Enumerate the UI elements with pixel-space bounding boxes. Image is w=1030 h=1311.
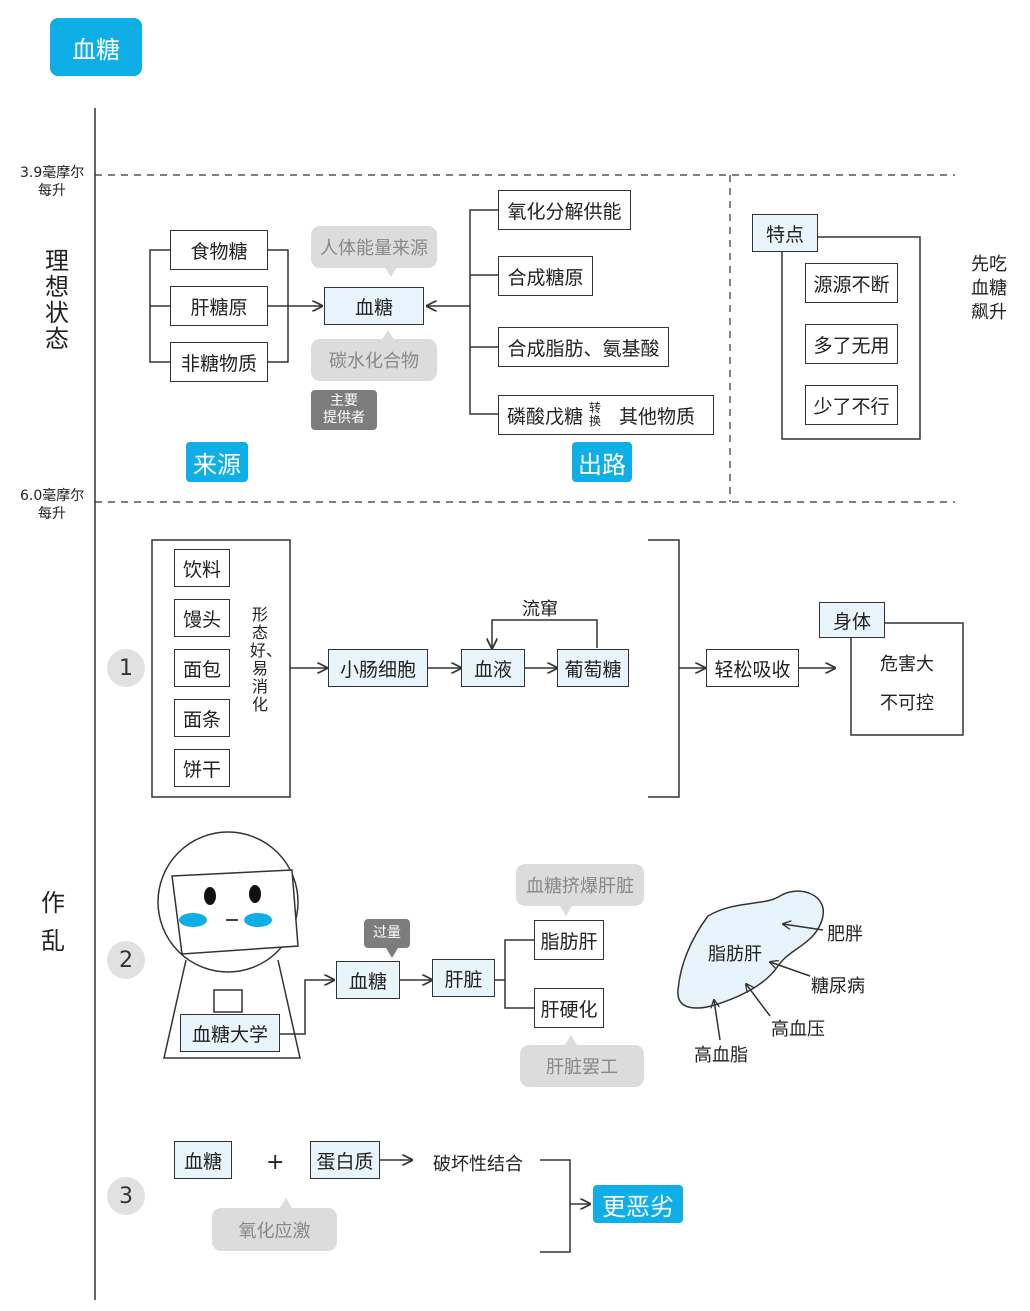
chaos-number-2: 2 <box>107 941 145 979</box>
output-heading: 出路 <box>572 442 632 482</box>
features-title: 特点 <box>752 214 818 252</box>
easy-absorb: 轻松吸收 <box>706 649 799 687</box>
disease-hypertension: 高血压 <box>771 1019 825 1040</box>
robot-blush-left <box>179 913 207 927</box>
body-line-2: 不可控 <box>880 693 934 714</box>
chaos-label: 作乱 <box>41 889 65 955</box>
blood-sugar-university-badge: 血糖大学 <box>180 1014 280 1052</box>
output-glycogen: 合成糖原 <box>498 256 593 296</box>
conversion-mark-top: 转 <box>589 401 602 415</box>
food-biscuit: 饼干 <box>174 749 230 787</box>
blood-node: 血液 <box>461 649 525 687</box>
source-liver-glycogen: 肝糖原 <box>170 286 268 326</box>
food-drink: 饮料 <box>174 549 230 587</box>
robot-eye-right <box>249 885 261 903</box>
output-pentose: 磷酸戊糖 转 换 其他物质 <box>498 395 714 435</box>
plus-sign: + <box>266 1150 285 1175</box>
disease-diabetes: 糖尿病 <box>811 976 865 997</box>
side-note-line3: 飙升 <box>971 302 1007 323</box>
chain-bracket <box>648 539 680 798</box>
features-frame <box>781 236 921 440</box>
conversion-mark: 转 换 <box>589 402 601 428</box>
food-note: 形态好、易消化 <box>250 605 283 714</box>
output-fat-amino: 合成脂肪、氨基酸 <box>498 327 669 367</box>
body-title: 身体 <box>819 602 885 638</box>
page-title: 血糖 <box>50 18 142 76</box>
chaos-number-1: 1 <box>107 649 145 687</box>
robot-blush-right <box>244 913 272 927</box>
disease-hyperlipidemia: 高血脂 <box>694 1045 748 1066</box>
food-steamed-bun: 馒头 <box>174 599 230 637</box>
range-mark-low-1: 3.9毫摩尔 <box>20 165 85 181</box>
body-line-1: 危害大 <box>880 654 934 675</box>
reflux-label: 流窜 <box>522 599 558 620</box>
source-heading: 来源 <box>186 442 248 482</box>
feature-excess-useless: 多了无用 <box>805 324 898 364</box>
carbohydrate-note: 碳水化合物 <box>311 339 437 381</box>
food-noodles: 面条 <box>174 699 230 737</box>
source-non-sugar: 非糖物质 <box>170 342 268 382</box>
excess-blood-sugar: 血糖 <box>336 961 400 999</box>
excess-tag: 过量 <box>364 919 410 948</box>
disease-obesity: 肥胖 <box>827 924 863 945</box>
range-mark-low-2: 每升 <box>38 183 66 199</box>
sugar-node-3: 血糖 <box>174 1141 232 1179</box>
feature-endless: 源源不断 <box>805 263 898 303</box>
destructive-binding: 破坏性结合 <box>433 1154 523 1175</box>
squeeze-liver-note: 血糖挤爆肝脏 <box>516 864 644 906</box>
fatty-liver-blob-label: 脂肪肝 <box>708 944 762 965</box>
range-mark-high-1: 6.0毫摩尔 <box>20 488 85 504</box>
side-note: 先吃 血糖 飙升 <box>971 253 1007 325</box>
food-bread: 面包 <box>174 649 230 687</box>
conversion-mark-bottom: 换 <box>589 414 602 428</box>
feature-shortage-bad: 少了不行 <box>805 385 898 425</box>
oxidative-stress-note: 氧化应激 <box>212 1208 337 1251</box>
result-bracket <box>540 1159 571 1253</box>
robot-eye-left <box>204 887 216 905</box>
liver-fork <box>495 939 534 1009</box>
source-food-sugar: 食物糖 <box>170 230 268 270</box>
blood-sugar-center: 血糖 <box>324 287 424 325</box>
protein-node: 蛋白质 <box>310 1141 380 1179</box>
fatty-liver-node: 脂肪肝 <box>534 920 604 960</box>
robot-body <box>163 959 301 1059</box>
other-substances-label: 其他物质 <box>619 405 696 428</box>
liver-node: 肝脏 <box>432 959 495 997</box>
liver-strike-note: 肝脏罢工 <box>520 1045 644 1087</box>
glucose-node: 葡萄糖 <box>557 649 629 687</box>
pentose-label: 磷酸戊糖 <box>507 405 584 428</box>
main-provider-line1: 主要 <box>330 393 358 409</box>
cirrhosis-node: 肝硬化 <box>534 988 604 1028</box>
worse-heading: 更恶劣 <box>593 1185 683 1223</box>
robot-head <box>157 831 299 973</box>
output-oxidation: 氧化分解供能 <box>498 190 631 230</box>
robot-chest-button <box>213 989 243 1013</box>
main-provider-tag: 主要 提供者 <box>311 390 377 430</box>
chaos-number-3: 3 <box>107 1177 145 1215</box>
robot-face <box>171 869 299 955</box>
range-mark-high-2: 每升 <box>38 506 66 522</box>
small-intestine-cells: 小肠细胞 <box>328 649 428 687</box>
side-note-line2: 血糖 <box>971 278 1007 299</box>
main-provider-line2: 提供者 <box>323 410 365 426</box>
side-note-line1: 先吃 <box>971 254 1007 275</box>
ideal-state-label: 理想状态 <box>45 247 69 353</box>
energy-source-note: 人体能量来源 <box>311 226 437 268</box>
body-frame <box>850 622 964 736</box>
output-fork-line <box>469 209 498 415</box>
reflux-arrow <box>492 619 598 648</box>
